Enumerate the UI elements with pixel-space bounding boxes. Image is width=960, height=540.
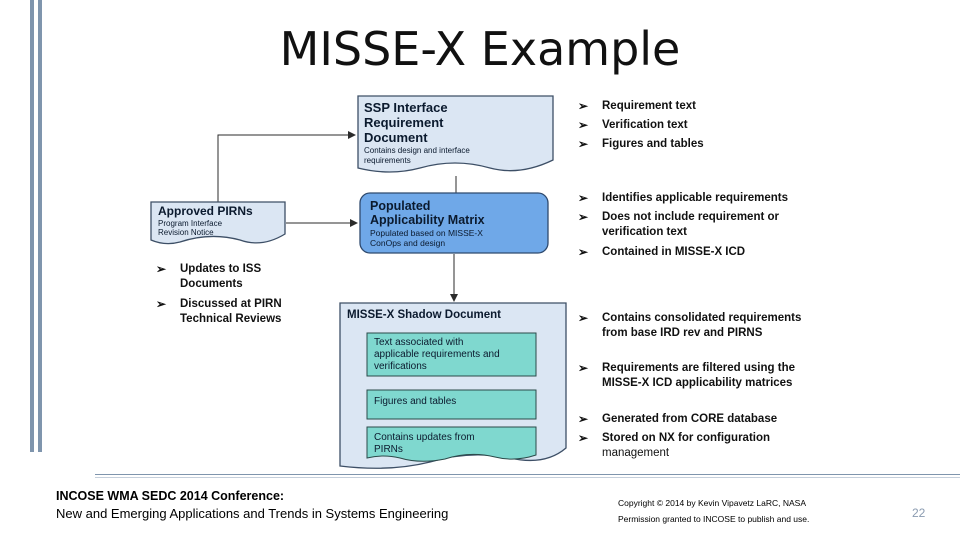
ssp-title-line-1: SSP Interface [364,100,448,115]
ssp-subtitle-line-1: Contains design and interface [364,146,470,155]
shadow-sub1-line-1: Text associated with [374,337,464,348]
shadow-bullet-2: ➢ Requirements are filtered using the MIS… [578,361,834,391]
bullet-arrow-icon: ➢ [578,99,589,113]
matrix-subtitle-line-2: ConOps and design [370,238,445,248]
shadow-sub1-line-2: applicable requirements and [374,349,500,360]
bullet-text: Requirements are filtered using the MISS… [602,362,795,389]
bullet-text: Verification text [602,119,688,131]
bullet-arrow-icon: ➢ [156,262,167,276]
ssp-document-box: SSP Interface Requirement Document Conta… [357,95,554,173]
ssp-bullet-2: ➢ Verification text [578,118,862,133]
bullet-text: Stored on NX for configuration [602,432,771,444]
bullet-arrow-icon: ➢ [578,210,589,224]
bullet-arrow-icon: ➢ [156,297,167,311]
slide-title: MISSE-X Example [279,22,681,76]
shadow-sub2: Figures and tables [374,396,456,407]
bullet-arrow-icon: ➢ [578,118,589,132]
footer-conference: INCOSE WMA SEDC 2014 Conference: [56,489,285,503]
bullet-arrow-icon: ➢ [578,311,589,325]
ssp-title-line-3: Document [364,130,428,145]
footer-divider [95,474,960,475]
bullet-text: Contains consolidated requirements from … [602,312,802,339]
pirn-bullet-2: ➢ Discussed at PIRN Technical Reviews [156,297,330,327]
matrix-title-line-2: Applicability Matrix [370,213,485,227]
bullet-text: Generated from CORE database [602,413,778,425]
matrix-subtitle-line-1: Populated based on MISSE-X [370,228,483,238]
footer-copyright-line-1: Copyright © 2014 by Kevin Vipavetz LaRC,… [618,498,807,508]
shadow-sub-text-box: Text associated with applicable requirem… [366,332,537,377]
shadow-document-box: MISSE-X Shadow Document Text associated … [339,302,567,469]
ssp-subtitle-line-2: requirements [364,156,411,165]
bullet-text: Requirement text [602,100,696,112]
ssp-bullet-3: ➢ Figures and tables [578,137,862,152]
bullet-text: Updates to ISS Documents [180,263,262,290]
bullet-text: Figures and tables [602,138,704,150]
shadow-bullet-3: ➢ Generated from CORE database [578,412,862,427]
matrix-title-line-1: Populated [370,199,430,213]
shadow-title: MISSE-X Shadow Document [347,309,501,321]
pirn-subtitle-line-1: Program Interface [158,219,223,228]
matrix-bullet-2: ➢ Does not include requirement or verific… [578,210,834,240]
applicability-matrix-box: Populated Applicability Matrix Populated… [359,192,549,254]
shadow-sub-updates-box: Contains updates from PIRNs [366,426,537,462]
pirn-subtitle-line-2: Revision Notice [158,228,214,237]
pirn-bullet-1: ➢ Updates to ISS Documents [156,262,310,292]
left-accent-bar-2 [38,0,42,452]
ssp-title-line-2: Requirement [364,115,444,130]
bullet-text: Does not include requirement or verifica… [602,211,779,238]
shadow-sub1-line-3: verifications [374,361,427,372]
bullet-arrow-icon: ➢ [578,412,589,426]
bullet-arrow-icon: ➢ [578,137,589,151]
shadow-sub3-line-2: PIRNs [374,444,403,455]
bullet-arrow-icon: ➢ [578,361,589,375]
shadow-sub-figures-box: Figures and tables [366,389,537,420]
footer-copyright-line-2: Permission granted to INCOSE to publish … [618,514,810,524]
ssp-bullet-1: ➢ Requirement text [578,99,862,114]
bullet-text-continuation: management [602,447,670,459]
bullet-text: Identifies applicable requirements [602,192,788,204]
pirn-title: Approved PIRNs [158,204,253,218]
bullet-arrow-icon: ➢ [578,431,589,445]
connector-pirn-to-ssp [217,131,356,202]
approved-pirns-box: Approved PIRNs Program Interface Revisio… [150,201,286,245]
footer-divider-secondary [95,477,960,478]
page-number: 22 [912,506,926,520]
left-accent-bar-1 [30,0,34,452]
shadow-sub3-line-1: Contains updates from [374,432,475,443]
bullet-arrow-icon: ➢ [578,245,589,259]
bullet-arrow-icon: ➢ [578,191,589,205]
shadow-bullet-1: ➢ Contains consolidated requirements from… [578,311,802,341]
matrix-bullet-3: ➢ Contained in MISSE-X ICD [578,245,862,260]
footer-subtitle: New and Emerging Applications and Trends… [56,506,449,521]
bullet-text: Discussed at PIRN Technical Reviews [180,298,282,325]
bullet-text: Contained in MISSE-X ICD [602,246,746,258]
shadow-bullet-4: ➢ Stored on NX for configuration managemen… [578,431,862,461]
matrix-bullet-1: ➢ Identifies applicable requirements [578,191,872,206]
